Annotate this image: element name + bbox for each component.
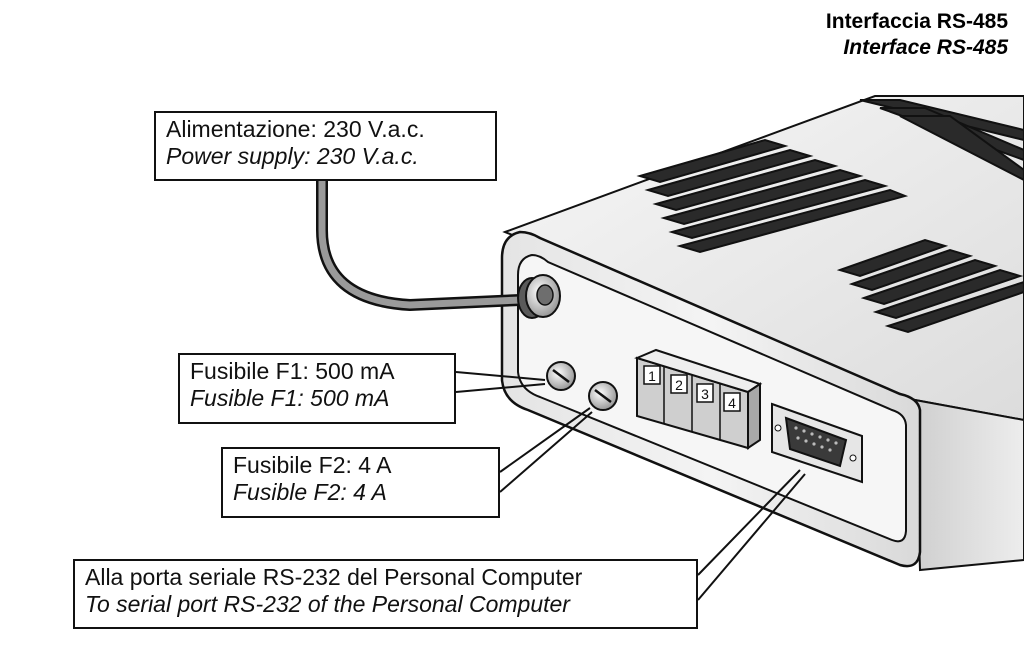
fuse-f1-label-it: Fusibile F1: 500 mA <box>190 358 395 384</box>
leader-lines <box>455 371 806 601</box>
enclosure-side <box>913 398 1024 572</box>
fuse-f2-label-en: Fusible F2: 4 A <box>233 479 387 505</box>
fuse-f1-callout: Fusibile F1: 500 mA Fusible F1: 500 mA <box>178 353 456 424</box>
fuse-f1-label-en: Fusible F1: 500 mA <box>190 385 390 411</box>
header-title-english: Interface RS-485 <box>843 36 1008 59</box>
terminal-pin-2: 2 <box>675 377 683 393</box>
power-supply-label-en: Power supply: 230 V.a.c. <box>166 143 419 169</box>
vent-slots-right <box>836 238 1024 334</box>
serial-port-label-it: Alla porta seriale RS-232 del Personal C… <box>85 564 583 590</box>
fuse-f2-label-it: Fusibile F2: 4 A <box>233 452 392 478</box>
header-title-italian: Interfaccia RS-485 <box>825 10 1008 33</box>
terminal-pin-3: 3 <box>701 386 709 402</box>
cable-grommet <box>517 274 561 319</box>
vent-slots-upper <box>636 138 909 254</box>
serial-port-label-en: To serial port RS-232 of the Personal Co… <box>85 591 570 617</box>
terminal-pin-4: 4 <box>728 395 736 411</box>
fuse-holder-f2 <box>588 381 618 411</box>
power-supply-callout: Alimentazione: 230 V.a.c. Power supply: … <box>154 111 497 181</box>
power-supply-label-it: Alimentazione: 230 V.a.c. <box>166 116 425 142</box>
fuse-holder-f1 <box>546 361 576 391</box>
vent-slots-back <box>859 99 1024 182</box>
terminal-block: 1 2 3 4 <box>634 348 763 450</box>
db-serial-connector <box>771 402 863 484</box>
fuse-f2-callout: Fusibile F2: 4 A Fusible F2: 4 A <box>221 447 500 518</box>
terminal-pin-1: 1 <box>648 368 656 384</box>
serial-port-callout: Alla porta seriale RS-232 del Personal C… <box>73 559 698 629</box>
